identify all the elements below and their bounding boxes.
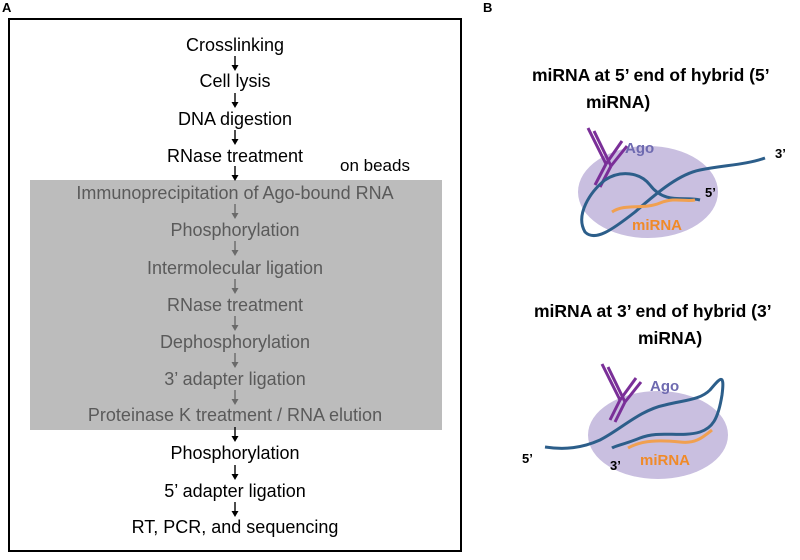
ago-protein-top (578, 146, 718, 238)
down-arrow-icon (231, 316, 239, 331)
step-phosphorylation-2: Phosphorylation (170, 443, 300, 463)
step-cell-lysis: Cell lysis (199, 71, 271, 91)
bottom-title-line1: miRNA at 3’ end of hybrid (3’ (534, 301, 772, 321)
down-arrow-icon (231, 279, 239, 294)
step-dephosphorylation: Dephosphorylation (159, 332, 311, 352)
three-prime-label-bottom: 3’ (610, 458, 621, 473)
antibody-icon (600, 363, 643, 423)
target-rna-strand-top (580, 156, 766, 238)
panel-b-letter: B (483, 0, 493, 15)
five-prime-label-top: 5’ (705, 185, 716, 200)
step-rnase-treatment-1: RNase treatment (166, 146, 304, 166)
step-rt-pcr-sequencing: RT, PCR, and sequencing (131, 517, 339, 537)
down-arrow-icon (231, 353, 239, 368)
mirna-label-top: miRNA (632, 217, 682, 234)
bottom-schematic: Ago miRNA 5’ 3’ (522, 363, 728, 479)
step-immunoprecipitation: Immunoprecipitation of Ago-bound RNA (76, 183, 394, 203)
step-proteinase-k: Proteinase K treatment / RNA elution (87, 405, 383, 425)
down-arrow-icon (231, 502, 239, 517)
step-intermolecular-ligation: Intermolecular ligation (146, 258, 324, 278)
mirna-label-bottom: miRNA (640, 452, 690, 469)
down-arrow-icon (231, 166, 239, 181)
panel-a-frame (8, 18, 462, 552)
step-5-adapter-ligation: 5’ adapter ligation (164, 481, 306, 501)
top-schematic-title: miRNA at 5’ end of hybrid (5’ miRNA) (532, 62, 770, 116)
step-phosphorylation-1: Phosphorylation (170, 220, 300, 240)
step-rnase-treatment-2: RNase treatment (166, 295, 304, 315)
mirna-strand-bottom (627, 428, 713, 450)
bottom-title-line2: miRNA) (638, 328, 703, 348)
on-beads-region (30, 180, 442, 430)
ago-label-top: Ago (625, 140, 654, 157)
hybrid-schematics: Ago miRNA 5’ 3’ Ago miRNA 5’ 3’ (522, 127, 786, 479)
step-crosslinking: Crosslinking (185, 35, 285, 55)
five-prime-label-bottom: 5’ (522, 451, 533, 466)
target-rna-strand-bottom (544, 377, 725, 450)
step-3-adapter-ligation: 3’ adapter ligation (164, 369, 306, 389)
down-arrow-icon (231, 204, 239, 219)
top-title-line1: miRNA at 5’ end of hybrid (5’ (532, 65, 770, 85)
down-arrow-icon (231, 241, 239, 256)
down-arrow-icon (231, 130, 239, 145)
ago-label-bottom: Ago (650, 378, 679, 395)
top-schematic: Ago miRNA 5’ 3’ (578, 127, 786, 238)
bottom-schematic-title: miRNA at 3’ end of hybrid (3’ miRNA) (534, 298, 772, 352)
down-arrow-icon (231, 93, 239, 108)
down-arrow-icon (231, 465, 239, 480)
down-arrow-icon (231, 56, 239, 71)
panel-a-letter: A (2, 0, 12, 15)
on-beads-label: on beads (340, 156, 410, 175)
down-arrow-icon (231, 427, 239, 442)
down-arrow-icon (231, 390, 239, 405)
top-title-line2: miRNA) (586, 92, 651, 112)
mirna-strand-top (611, 198, 696, 214)
step-dna-digestion: DNA digestion (177, 109, 293, 129)
three-prime-label-top: 3’ (775, 146, 786, 161)
